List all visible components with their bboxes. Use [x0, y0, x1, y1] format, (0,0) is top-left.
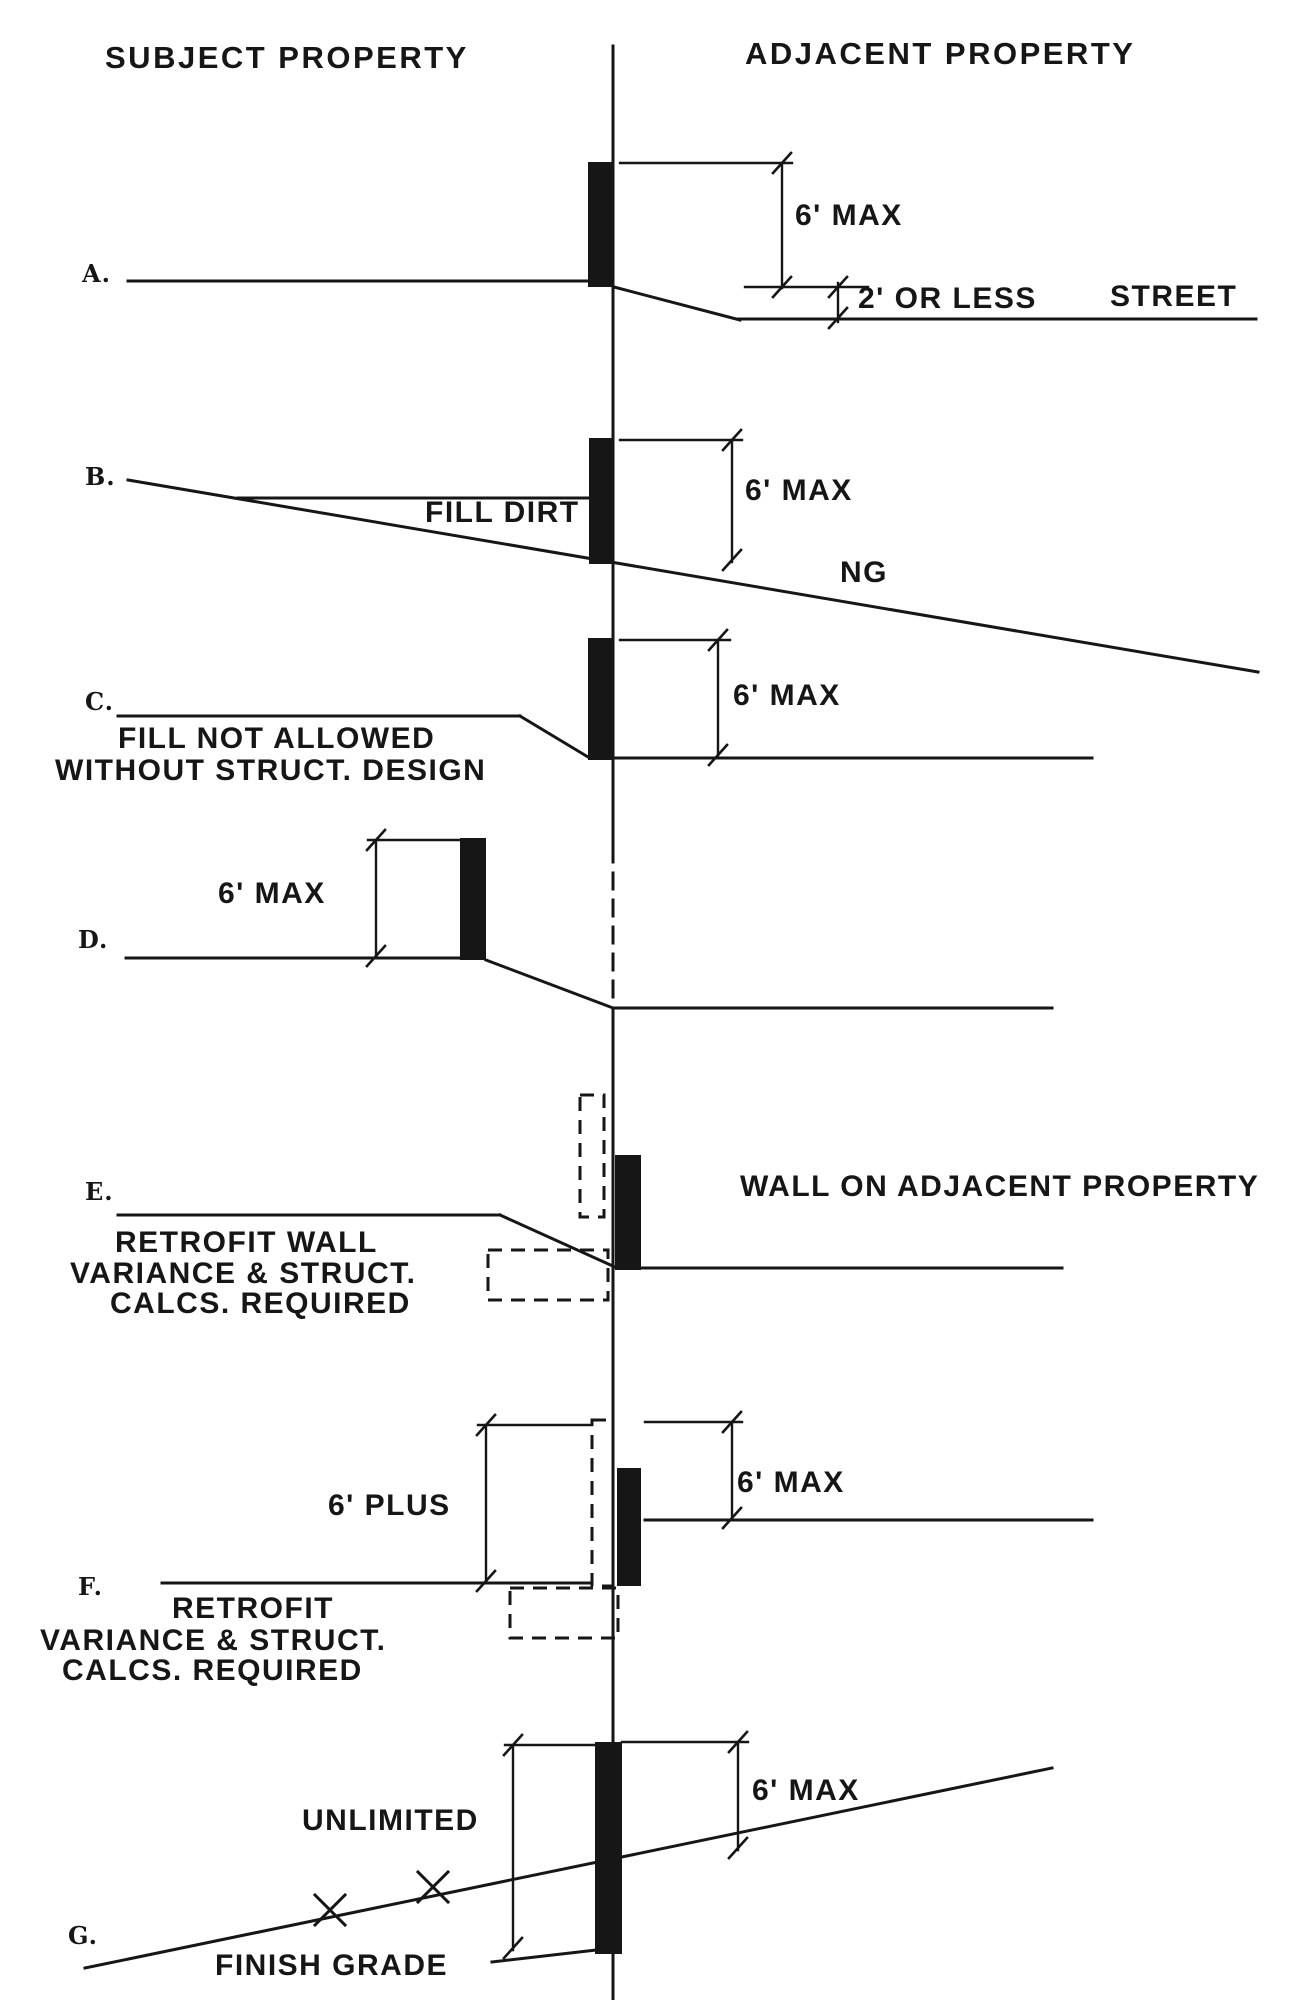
natural-grade-label: NG: [840, 556, 888, 589]
dim-tick: [721, 548, 743, 572]
section-g-grade-slope: [83, 1766, 1054, 1970]
section-f-label: F.: [78, 1572, 103, 1601]
section-b-height-dim-text: 6' MAX: [745, 474, 853, 507]
section-e: E. WALL ON ADJACENT PROPERTY RETROFIT WA…: [70, 1093, 1259, 1320]
section-g: G. UNLIMITED 6' MAX FINISH GRADE: [68, 1730, 1054, 1982]
street-label: STREET: [1110, 280, 1237, 313]
finish-grade-pointer: [490, 1948, 598, 1964]
section-c: C. 6' MAX FILL NOT ALLOWED WITHOUT STRUC…: [55, 628, 1094, 787]
section-a-height-dim-text: 6' MAX: [795, 199, 903, 232]
finish-grade-label: FINISH GRADE: [215, 1949, 448, 1982]
section-g-height-dim-right-text: 6' MAX: [752, 1774, 860, 1807]
section-e-note-line3: CALCS. REQUIRED: [110, 1287, 411, 1320]
section-f-height-dim-left-text: 6' PLUS: [328, 1489, 451, 1522]
section-d-label: D.: [78, 925, 108, 954]
section-c-height-dim-text: 6' MAX: [733, 679, 841, 712]
dim-tick: [707, 743, 729, 767]
section-e-wall: [615, 1155, 641, 1270]
dim-tick: [365, 828, 387, 852]
section-g-height-dim-left-text: UNLIMITED: [302, 1804, 479, 1837]
section-e-footing-outline: [486, 1248, 610, 1302]
section-b-wall: [589, 438, 614, 564]
section-b-natural-grade-slope: [126, 478, 1260, 674]
dim-tick: [727, 1836, 749, 1860]
section-f-height-dim-right-text: 6' MAX: [737, 1466, 845, 1499]
section-f: F. 6' PLUS 6' MAX RETROFIT VARIANCE & ST…: [40, 1410, 1094, 1687]
dim-tick: [827, 275, 849, 299]
section-e-retrofit-wall-outline: [578, 1093, 606, 1219]
section-c-note-line2: WITHOUT STRUCT. DESIGN: [55, 754, 486, 787]
section-a-setback-dim-text: 2' OR LESS: [858, 282, 1037, 315]
dim-tick: [502, 1936, 524, 1960]
section-g-wall: [595, 1742, 622, 1954]
dim-tick: [365, 944, 387, 968]
adjacent-property-title: ADJACENT PROPERTY: [745, 36, 1135, 71]
section-c-slope: [517, 713, 591, 760]
section-f-footing-outline: [508, 1586, 620, 1640]
section-c-label: C.: [85, 687, 114, 716]
section-f-wall: [617, 1468, 641, 1586]
dim-tick: [475, 1569, 497, 1593]
section-f-note-line2: VARIANCE & STRUCT.: [40, 1624, 386, 1657]
wall-on-adjacent-property-label: WALL ON ADJACENT PROPERTY: [740, 1170, 1259, 1203]
section-e-label: E.: [85, 1177, 114, 1206]
dim-tick: [502, 1733, 524, 1757]
section-b-label: B.: [85, 462, 116, 491]
dim-tick: [771, 151, 793, 175]
fill-dirt-label: FILL DIRT: [425, 496, 580, 529]
section-d: D. 6' MAX: [78, 828, 1054, 1010]
section-c-wall: [588, 638, 614, 760]
subject-property-title: SUBJECT PROPERTY: [105, 40, 469, 75]
dim-tick: [475, 1413, 497, 1437]
section-d-wall: [460, 838, 486, 960]
section-d-slope: [484, 958, 615, 1010]
section-a-label: A.: [81, 259, 111, 288]
section-g-label: G.: [68, 1921, 98, 1950]
section-f-note-line1: RETROFIT: [172, 1592, 334, 1625]
section-a-slope: [612, 285, 742, 322]
section-c-note-line1: FILL NOT ALLOWED: [118, 722, 435, 755]
section-a: A. 6' MAX 2' OR LESS STREET: [81, 151, 1258, 330]
dim-tick: [721, 1410, 743, 1434]
section-f-note-line3: CALCS. REQUIRED: [62, 1654, 363, 1687]
dim-tick: [721, 1506, 743, 1530]
grade-x-mark: [312, 1892, 348, 1928]
section-e-note-line1: RETROFIT WALL: [115, 1226, 378, 1259]
section-e-slope: [498, 1213, 617, 1269]
dim-tick: [721, 428, 743, 452]
section-b: B. FILL DIRT 6' MAX NG: [85, 428, 1260, 674]
section-f-retrofit-wall-outline: [590, 1418, 615, 1588]
grade-x-mark: [415, 1869, 451, 1905]
dim-tick: [707, 628, 729, 652]
dim-tick: [727, 1730, 749, 1754]
section-e-note-line2: VARIANCE & STRUCT.: [70, 1257, 416, 1290]
section-d-height-dim-text: 6' MAX: [218, 877, 326, 910]
section-a-wall: [588, 162, 614, 287]
